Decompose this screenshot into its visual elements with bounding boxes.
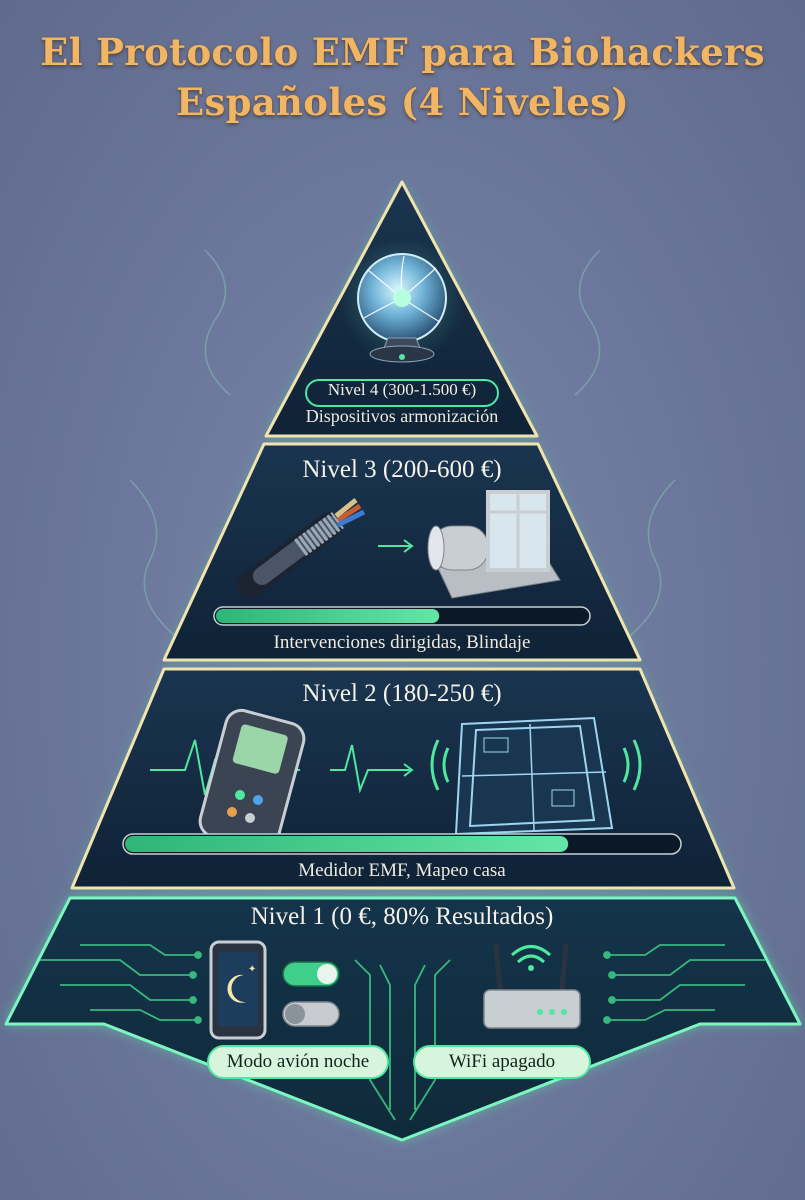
level-1-item-airplane-mode: Modo avión noche bbox=[226, 1051, 370, 1072]
level-3-tier bbox=[162, 442, 642, 662]
shielded-cable-icon bbox=[237, 498, 366, 598]
toggle-switch-icon bbox=[282, 961, 340, 1027]
level-3-progress-bar bbox=[216, 609, 440, 623]
house-floorplan-icon bbox=[454, 716, 614, 836]
level-1-item-wifi-off: WiFi apagado bbox=[448, 1051, 556, 1072]
level-2-progress-bar bbox=[125, 836, 569, 852]
level-3-title: Nivel 3 (200-600 €) bbox=[302, 456, 502, 483]
level-2-tier bbox=[70, 667, 736, 890]
level-2-title: Nivel 2 (180-250 €) bbox=[302, 680, 502, 707]
page-title-line-1: El Protocolo EMF para Biohackers bbox=[40, 30, 765, 74]
level-2-subtitle: Medidor EMF, Mapeo casa bbox=[298, 860, 506, 881]
level-1-title: Nivel 1 (0 €, 80% Resultados) bbox=[250, 903, 554, 930]
svg-text:✦: ✦ bbox=[248, 964, 256, 975]
plasma-globe-icon bbox=[340, 238, 464, 363]
signal-waves-icon bbox=[430, 739, 642, 791]
emf-meter-icon bbox=[198, 708, 306, 852]
phone-night-mode-icon: ✦ bbox=[209, 940, 267, 1040]
circuit-traces-left bbox=[40, 944, 396, 1121]
window-icon bbox=[486, 490, 550, 572]
level-4-tier bbox=[264, 180, 539, 438]
level-4-title: Nivel 4 (300-1.500 €) bbox=[327, 380, 477, 399]
wifi-router-icon bbox=[483, 943, 581, 1029]
level-1-tier: ✦ bbox=[4, 896, 802, 1142]
level-3-subtitle: Intervenciones dirigidas, Blindaje bbox=[273, 632, 531, 653]
page-title-line-2: Españoles (4 Niveles) bbox=[175, 80, 630, 124]
level-4-subtitle: Dispositivos armonización bbox=[305, 406, 499, 426]
background-glow-lines bbox=[129, 249, 676, 641]
